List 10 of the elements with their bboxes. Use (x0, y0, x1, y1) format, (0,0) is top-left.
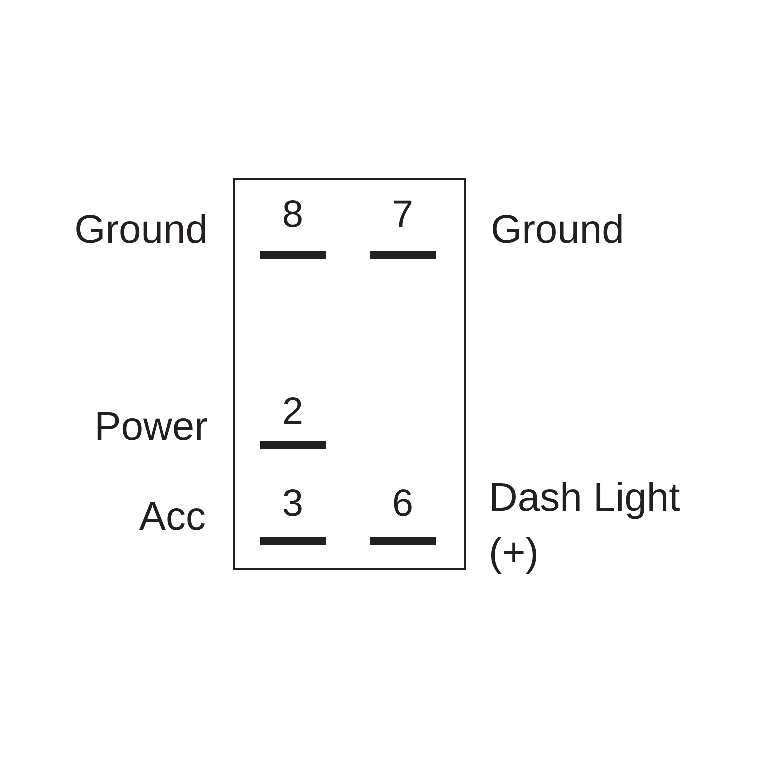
pin-number: 7 (391, 193, 415, 238)
pin-label: Acc (139, 494, 206, 541)
pin-number: 8 (281, 193, 305, 238)
pin-number: 2 (281, 390, 305, 435)
pin-label: Power (94, 404, 208, 451)
pin-label: Ground (74, 207, 208, 254)
pin-label: Dash Light (+) (489, 475, 682, 577)
pin-number: 6 (391, 482, 415, 527)
pin-number: 3 (281, 482, 305, 527)
pin-label: Ground (491, 207, 624, 254)
